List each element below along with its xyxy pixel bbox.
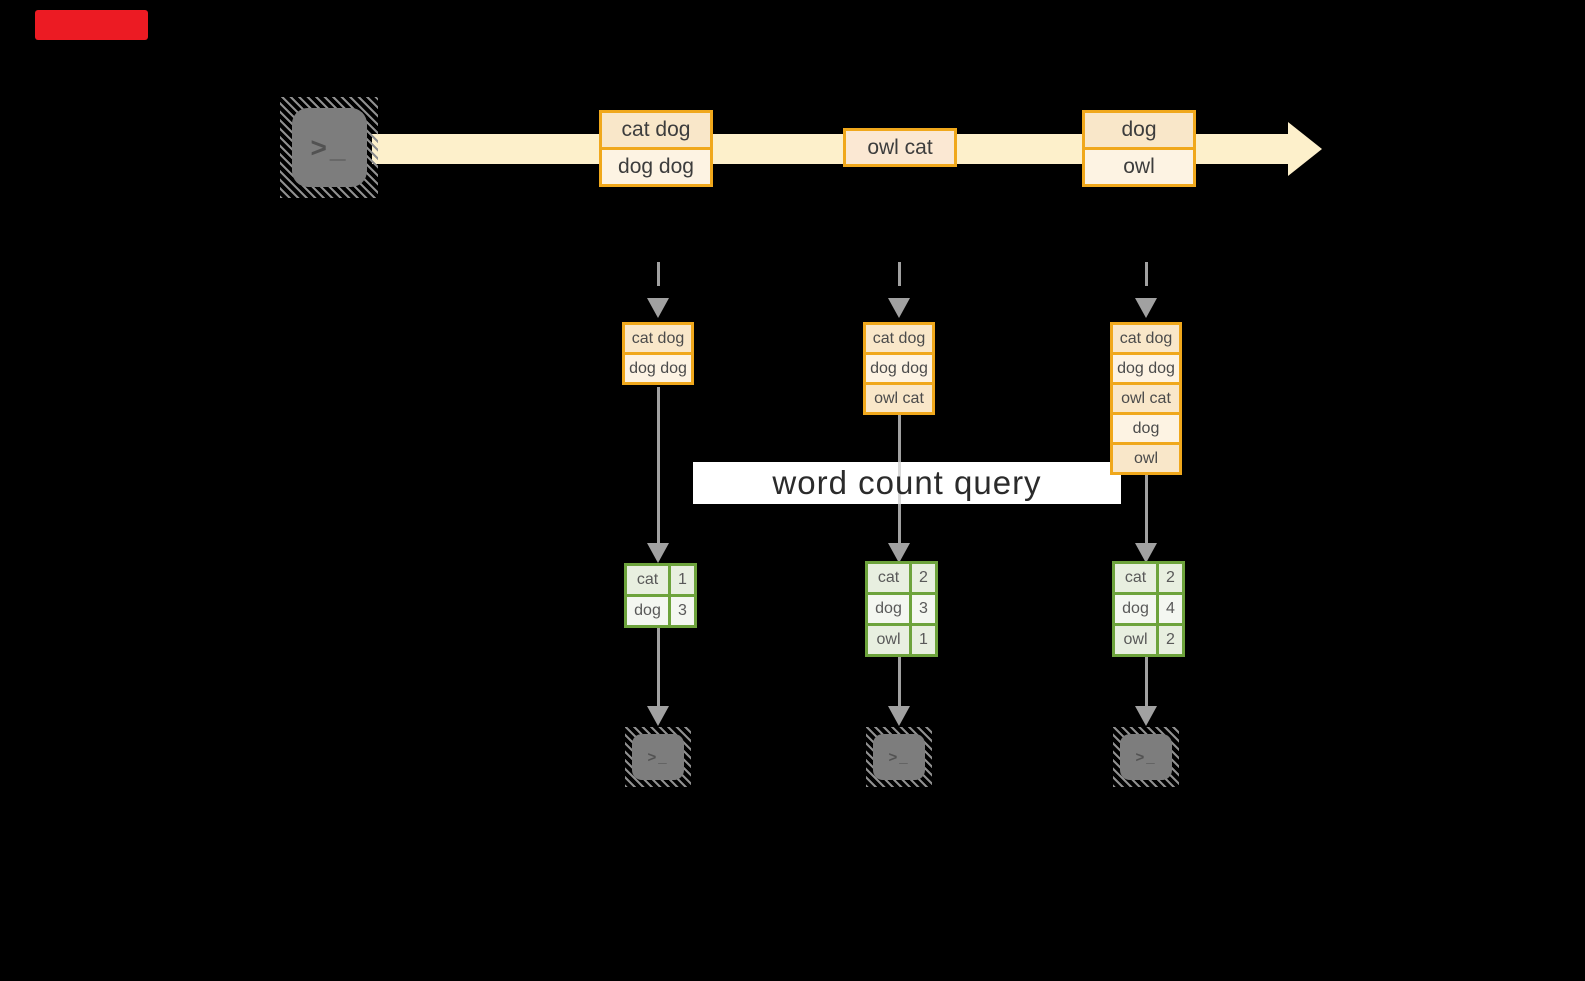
word-cell: cat — [877, 569, 900, 586]
dashed-arrow-segment — [898, 262, 901, 286]
buffer-cell: dog — [1113, 412, 1179, 442]
query-label: word count query — [772, 464, 1042, 501]
flow-arrowhead-icon — [1135, 706, 1157, 726]
flow-arrow-segment — [1145, 657, 1148, 707]
flow-arrowhead-icon — [647, 706, 669, 726]
word-cell: dog — [875, 600, 902, 617]
event-cell: dog — [1085, 113, 1193, 147]
table-row: dog 3 — [627, 594, 694, 625]
wordcount-table-1: cat 1 dog 3 — [624, 563, 697, 628]
flow-arrow-segment — [657, 387, 660, 543]
table-row: dog 4 — [1115, 592, 1182, 623]
terminal-prompt-glyph: >_ — [292, 108, 367, 187]
arrow-through-band — [898, 462, 901, 504]
count-cell: 1 — [909, 626, 935, 654]
stream-arrowhead-icon — [1288, 122, 1322, 176]
dashed-arrow-segment — [1145, 262, 1148, 286]
buffer-stack-2: cat dog dog dog owl cat — [863, 322, 935, 415]
event-box-2: owl cat — [843, 128, 957, 167]
terminal-icon-consumer-3: >_ — [1113, 727, 1179, 787]
buffer-cell: cat dog — [866, 325, 932, 352]
query-label-band: word count query — [693, 462, 1121, 504]
buffer-cell: owl — [1113, 442, 1179, 472]
count-cell: 1 — [668, 566, 694, 594]
event-cell: dog dog — [602, 147, 710, 184]
word-cell: cat — [636, 571, 659, 588]
count-cell: 2 — [909, 564, 935, 592]
buffer-cell: dog dog — [625, 352, 691, 382]
word-cell: dog — [634, 602, 661, 619]
wordcount-table-2: cat 2 dog 3 owl 1 — [865, 561, 938, 657]
word-cell: cat — [1124, 569, 1147, 586]
flow-arrowhead-icon — [1135, 543, 1157, 563]
buffer-cell: cat dog — [1113, 325, 1179, 352]
flow-arrow-segment — [898, 657, 901, 707]
wordcount-table-3: cat 2 dog 4 owl 2 — [1112, 561, 1185, 657]
buffer-cell: cat dog — [625, 325, 691, 352]
flow-arrowhead-icon — [888, 706, 910, 726]
dashed-arrow-segment — [657, 262, 660, 286]
dashed-arrowhead-icon — [888, 298, 910, 318]
event-box-3: dog owl — [1082, 110, 1196, 187]
buffer-cell: owl cat — [866, 382, 932, 412]
word-cell: owl — [1123, 631, 1148, 648]
buffer-stack-3: cat dog dog dog owl cat dog owl — [1110, 322, 1182, 475]
flow-arrowhead-icon — [647, 543, 669, 563]
count-cell: 3 — [668, 597, 694, 625]
flow-arrow-segment — [1145, 475, 1148, 543]
terminal-prompt-glyph: >_ — [632, 734, 684, 780]
table-row: dog 3 — [868, 592, 935, 623]
table-row: cat 2 — [868, 564, 935, 592]
table-row: owl 1 — [868, 623, 935, 654]
terminal-prompt-glyph: >_ — [873, 734, 925, 780]
count-cell: 3 — [909, 595, 935, 623]
word-cell: owl — [876, 631, 901, 648]
count-cell: 2 — [1156, 564, 1182, 592]
dashed-arrowhead-icon — [647, 298, 669, 318]
buffer-cell: dog dog — [866, 352, 932, 382]
event-cell: cat dog — [602, 113, 710, 147]
terminal-icon-producer: >_ — [280, 97, 378, 198]
buffer-cell: owl cat — [1113, 382, 1179, 412]
word-cell: dog — [1122, 600, 1149, 617]
buffer-cell: dog dog — [1113, 352, 1179, 382]
table-row: cat 1 — [627, 566, 694, 594]
event-box-1: cat dog dog dog — [599, 110, 713, 187]
terminal-prompt-glyph: >_ — [1120, 734, 1172, 780]
terminal-icon-consumer-2: >_ — [866, 727, 932, 787]
buffer-stack-1: cat dog dog dog — [622, 322, 694, 385]
terminal-icon-consumer-1: >_ — [625, 727, 691, 787]
table-row: owl 2 — [1115, 623, 1182, 654]
event-cell: owl — [1085, 147, 1193, 184]
event-cell: owl cat — [846, 131, 954, 164]
count-cell: 2 — [1156, 626, 1182, 654]
flow-arrow-segment — [657, 628, 660, 707]
red-badge — [35, 10, 148, 40]
table-row: cat 2 — [1115, 564, 1182, 592]
flow-arrowhead-icon — [888, 543, 910, 563]
dashed-arrowhead-icon — [1135, 298, 1157, 318]
count-cell: 4 — [1156, 595, 1182, 623]
